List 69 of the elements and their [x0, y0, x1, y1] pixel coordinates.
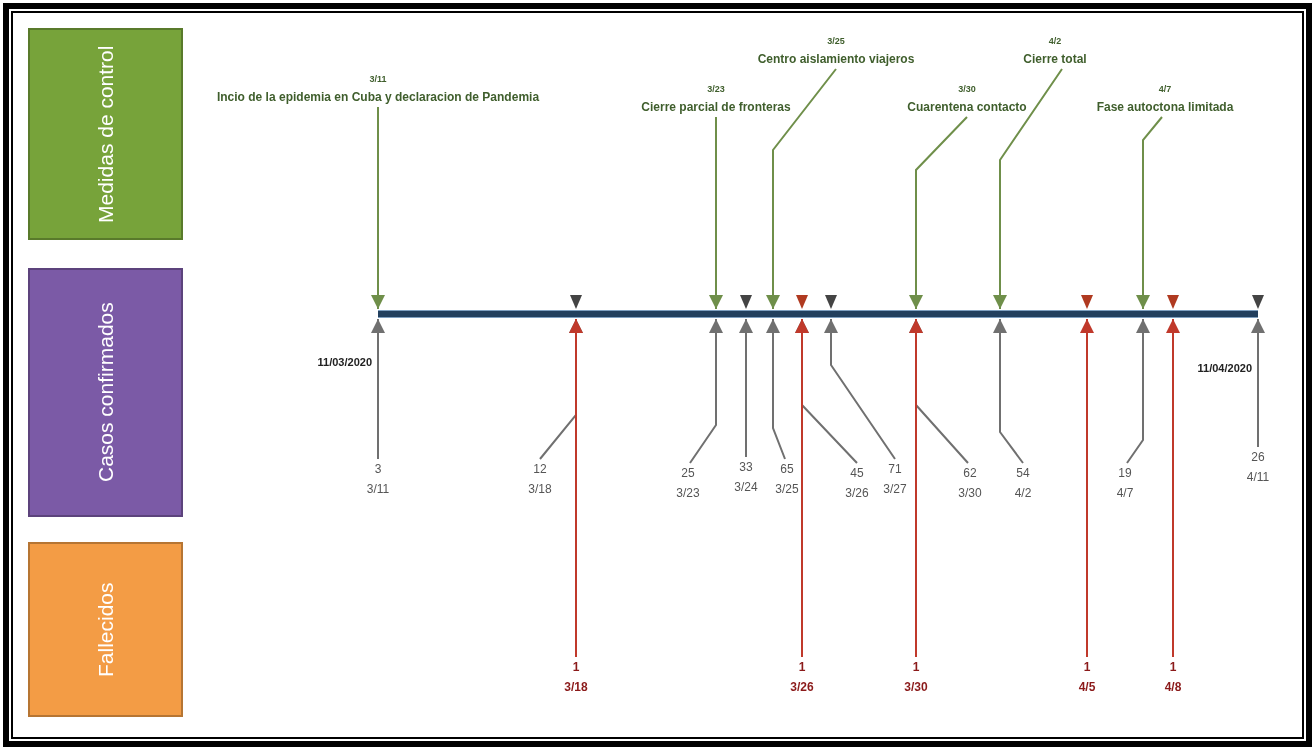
case-date: 3/18	[528, 482, 552, 496]
leader-arrow	[1251, 318, 1265, 448]
event-date: 4/7	[1158, 84, 1172, 94]
case-count: 19	[1118, 466, 1132, 480]
leader-arrow	[1080, 318, 1094, 658]
case-count: 12	[533, 462, 547, 476]
case-count: 62	[963, 466, 977, 480]
event-date: 4/2	[1048, 36, 1062, 46]
timeline-axis	[378, 310, 1258, 318]
leader-arrow	[824, 318, 896, 460]
event-date: 3/23	[707, 84, 725, 94]
case-count: 65	[780, 462, 794, 476]
leader-arrow	[371, 318, 385, 460]
death-date: 3/26	[790, 680, 814, 694]
death-count: 1	[912, 660, 920, 674]
leader-arrow	[909, 318, 923, 658]
leader-arrow	[739, 318, 753, 458]
case-date: 4/11	[1246, 470, 1270, 484]
death-count: 1	[1083, 660, 1091, 674]
event-label: Cierre parcial de fronteras	[641, 100, 791, 114]
leader-arrow	[371, 106, 385, 310]
case-date: 4/7	[1116, 486, 1134, 500]
case-date: 3/30	[958, 486, 982, 500]
leader-arrow	[1126, 318, 1150, 464]
case-date: 3/23	[676, 486, 700, 500]
category-band: Fallecidos	[28, 542, 183, 717]
case-count: 3	[374, 462, 382, 476]
event-label: Centro aislamiento viajeros	[757, 52, 915, 66]
leader-arrow	[795, 318, 809, 658]
death-date: 3/18	[564, 680, 588, 694]
date-label: 11/03/2020	[317, 356, 372, 368]
case-date: 3/24	[734, 480, 758, 494]
leader-arrow	[766, 318, 786, 460]
category-band: Casos confirmados	[28, 268, 183, 517]
date-label: 11/04/2020	[1197, 362, 1252, 374]
case-count: 71	[888, 462, 902, 476]
death-date: 4/5	[1078, 680, 1096, 694]
leader-arrow	[993, 318, 1024, 464]
case-date: 3/11	[366, 482, 390, 496]
case-count: 45	[850, 466, 864, 480]
case-date: 4/2	[1014, 486, 1032, 500]
leader-arrow	[689, 318, 723, 464]
case-date: 3/25	[775, 482, 799, 496]
death-count: 1	[798, 660, 806, 674]
leader-arrow	[1136, 116, 1163, 310]
case-count: 26	[1251, 450, 1265, 464]
leader-arrow	[993, 68, 1063, 310]
event-label: Fase autoctona limitada	[1096, 100, 1234, 114]
category-band: Medidas de control	[28, 28, 183, 240]
case-count: 33	[739, 460, 753, 474]
case-date: 3/26	[845, 486, 869, 500]
leader-arrow	[909, 116, 968, 310]
leader-arrow	[709, 116, 723, 310]
event-label: Cuarentena contacto	[907, 100, 1027, 114]
event-date: 3/11	[369, 74, 387, 84]
event-label: Incio de la epidemia en Cuba y declaracion de Pandemia	[216, 90, 540, 104]
death-count: 1	[572, 660, 580, 674]
event-date: 3/30	[958, 84, 976, 94]
death-count: 1	[1169, 660, 1177, 674]
case-count: 25	[681, 466, 695, 480]
case-date: 3/27	[883, 482, 907, 496]
death-date: 4/8	[1164, 680, 1182, 694]
event-date: 3/25	[827, 36, 845, 46]
event-label: Cierre total	[1023, 52, 1087, 66]
leader-arrow	[569, 318, 583, 658]
leader-arrow	[1166, 318, 1180, 658]
case-count: 54	[1016, 466, 1030, 480]
leader-arrow	[766, 68, 837, 310]
death-date: 3/30	[904, 680, 928, 694]
